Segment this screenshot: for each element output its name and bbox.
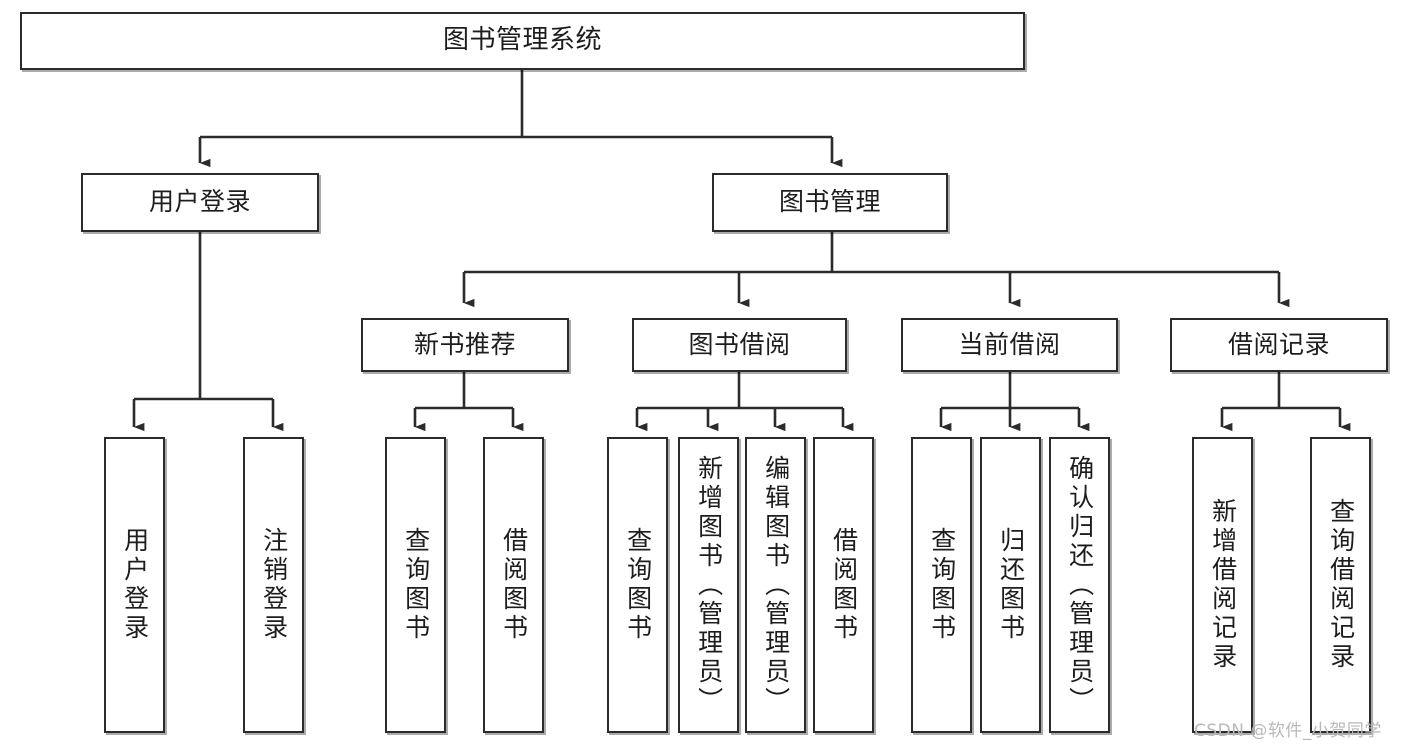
node-label: 归还图书 [996, 527, 1026, 643]
node-label: 查询图书 [401, 527, 431, 643]
node-label: 确认归还（管理员） [1065, 454, 1095, 716]
node-label: 注销登录 [259, 527, 289, 643]
leaf-borrow-add-book-admin[interactable]: 新增图书（管理员） [678, 437, 739, 733]
node-user-login[interactable]: 用户登录 [81, 173, 319, 232]
node-label: 新增借阅记录 [1208, 498, 1238, 672]
node-label: 用户登录 [120, 527, 150, 643]
leaf-record-add-record[interactable]: 新增借阅记录 [1192, 437, 1253, 733]
leaf-borrow-query-books[interactable]: 查询图书 [607, 437, 668, 733]
leaf-logout[interactable]: 注销登录 [243, 437, 304, 733]
node-label: 当前借阅 [958, 329, 1061, 359]
node-root-book-management-system[interactable]: 图书管理系统 [20, 12, 1025, 70]
leaf-new-book-borrow-books[interactable]: 借阅图书 [483, 437, 544, 733]
node-label: 借阅图书 [499, 527, 529, 643]
leaf-user-login[interactable]: 用户登录 [104, 437, 165, 733]
node-label: 查询图书 [927, 527, 957, 643]
node-label: 新增图书（管理员） [694, 454, 724, 716]
leaf-current-confirm-return-admin[interactable]: 确认归还（管理员） [1049, 437, 1110, 733]
leaf-current-query-books[interactable]: 查询图书 [911, 437, 972, 733]
node-label: 图书管理系统 [442, 25, 602, 56]
node-label: 图书管理 [778, 187, 881, 217]
node-label: 新书推荐 [413, 329, 516, 359]
node-label: 查询图书 [623, 527, 653, 643]
node-label: 用户登录 [148, 187, 251, 217]
node-label: 查询借阅记录 [1326, 498, 1356, 672]
leaf-new-book-query-books[interactable]: 查询图书 [385, 437, 446, 733]
node-book-borrowing[interactable]: 图书借阅 [632, 318, 847, 372]
node-label: 借阅图书 [829, 527, 859, 643]
node-label: 借阅记录 [1227, 329, 1330, 359]
node-label: 编辑图书（管理员） [761, 454, 791, 716]
node-new-book-recommendation[interactable]: 新书推荐 [361, 318, 569, 372]
node-current-borrowing[interactable]: 当前借阅 [901, 318, 1118, 372]
node-label: 图书借阅 [688, 329, 791, 359]
leaf-record-query-record[interactable]: 查询借阅记录 [1310, 437, 1371, 733]
node-borrowing-record[interactable]: 借阅记录 [1170, 318, 1388, 372]
leaf-borrow-edit-book-admin[interactable]: 编辑图书（管理员） [745, 437, 806, 733]
node-book-management[interactable]: 图书管理 [712, 173, 948, 232]
leaf-borrow-borrow-books[interactable]: 借阅图书 [813, 437, 874, 733]
leaf-current-return-books[interactable]: 归还图书 [980, 437, 1041, 733]
csdn-watermark: CSDN @软件_小贺同学 [1194, 721, 1382, 741]
